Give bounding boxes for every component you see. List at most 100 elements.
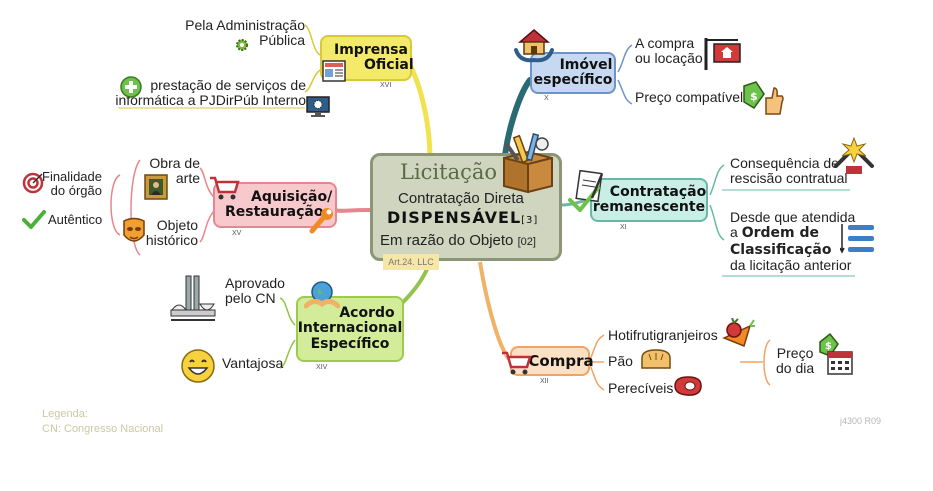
center-ref1: [3] (521, 215, 539, 226)
broken-deal-icon (834, 136, 874, 174)
remanescente-label-b: remanescente (592, 199, 706, 215)
imovel-leaf1-b: ou locação (635, 50, 703, 67)
branch-imovel-especifico[interactable]: Imóvel específico (530, 52, 616, 94)
remanescente-leaf-rescisao: Consequência de rescisão contratual (730, 155, 848, 187)
aquisicao-label-a: Aquisição/ (251, 188, 333, 205)
center-line2-text: DISPENSÁVEL (387, 208, 522, 227)
compra-preco-a: Preço (776, 345, 814, 361)
imprensa-leaf-administracao: Pela Administração Pública (180, 17, 305, 49)
aquisicao-leaf-objeto-historico: Objeto histórico (130, 217, 198, 249)
gear-icon (236, 39, 248, 51)
imprensa-leaf2-a: prestação de serviços de (150, 77, 306, 93)
acordo-label-b: Internacional (297, 320, 403, 337)
meat-icon (674, 376, 702, 396)
remanescente-leaf-ordem-classificacao: Desde que atendida a Ordem de Classifica… (730, 209, 856, 274)
remanescente-leaf2-c: Classificação (730, 241, 832, 258)
shopping-cart-icon (210, 176, 240, 200)
imovel-numeral: X (544, 95, 549, 102)
imprensa-leaf1-b: Pública (259, 32, 305, 49)
imprensa-numeral: XVI (380, 82, 392, 89)
acordo-label-a: Acordo (339, 305, 395, 322)
svg-text:$: $ (750, 90, 758, 103)
aquisicao-fin-a: Finalidade (42, 169, 102, 184)
painting-icon (144, 174, 168, 200)
bread-icon (641, 349, 671, 369)
legend-item: CN: Congresso Nacional (42, 423, 164, 435)
branch-aquisicao-restauracao[interactable]: Aquisição/ Restauração (213, 182, 337, 228)
aquisicao-leaf-autentico: Autêntico (48, 212, 103, 227)
aquisicao-numeral: XV (232, 230, 242, 237)
center-line2: DISPENSÁVEL[3] (387, 208, 538, 227)
aquisicao-leaf-obra-de-arte: Obra de arte (138, 155, 200, 187)
house-hands-icon (514, 29, 554, 63)
center-line3-text: Em razão do Objeto (380, 232, 514, 249)
imovel-label-a: Imóvel (559, 56, 613, 73)
legend-title: Legenda: (42, 408, 88, 420)
remanescente-leaf1-b: rescisão contratual (730, 170, 848, 187)
smiley-icon (181, 349, 215, 383)
newspaper-icon (322, 60, 346, 82)
imprensa-label-a: Imprensa (334, 41, 408, 58)
plus-icon (120, 76, 142, 98)
vegetables-icon (722, 318, 755, 348)
compra-label: Compra (528, 351, 594, 370)
remanescente-label-a: Contratação (609, 183, 707, 200)
imovel-leaf-preco-compativel: Preço compatível (635, 89, 744, 105)
author-code: j4300 R09 (840, 416, 882, 426)
remanescente-leaf2-b1: a (730, 224, 738, 241)
svg-text:$: $ (825, 341, 832, 352)
imprensa-leaf2-b: informática a PJDirPúb Interno (115, 92, 306, 109)
toolbox-icon (503, 133, 553, 194)
branch-contratacao-remanescente[interactable]: Contratação remanescente (590, 178, 708, 222)
aquisicao-leaf-finalidade: Finalidade do órgão (40, 169, 102, 199)
aquisicao-fin-b: do órgão (50, 183, 102, 199)
compra-preco-b: do dia (776, 360, 815, 377)
article-tag: Art.24. LLC (383, 254, 439, 270)
remanescente-leaf2-a: Desde que atendida (730, 209, 856, 225)
remanescente-leaf2-d: da licitação anterior (730, 257, 852, 274)
branch-acordo-internacional[interactable]: Acordo Internacional Específico (296, 296, 404, 362)
historic-mask-icon (123, 217, 145, 242)
compra-leaf-preco-do-dia: Preço do dia (776, 345, 815, 377)
compra-numeral: XII (540, 378, 549, 385)
compra-leaf-hortifruti: Hotifrutigranjeiros (608, 327, 718, 343)
aquisicao-obra-b: arte (175, 170, 200, 187)
for-sale-sign-icon (704, 38, 741, 70)
acordo-leaf1-a: Aprovado (225, 275, 285, 291)
computer-settings-icon (306, 96, 330, 117)
acordo-leaf1-b: pelo CN (225, 290, 276, 307)
imprensa-label-b: Oficial (364, 57, 414, 73)
acordo-numeral: XIV (316, 364, 328, 371)
remanescente-leaf1-a: Consequência de (730, 155, 839, 171)
acordo-label-c: Específico (310, 335, 390, 352)
imovel-leaf1-a: A compra (635, 35, 695, 51)
center-line1: Contratação Direta (398, 190, 524, 207)
wrench-icon (309, 208, 333, 234)
check-icon (22, 210, 46, 229)
price-tag-thumbs-up-icon: $ (743, 81, 784, 115)
acordo-leaf-vantajosa: Vantajosa (222, 355, 284, 371)
shopping-cart-icon-compra (502, 351, 532, 375)
center-ref2: [02] (517, 236, 536, 248)
aquisicao-objeto-b: histórico (145, 232, 198, 249)
compra-leaf-pao: Pão (608, 353, 633, 369)
aquisicao-label-b: Restauração (225, 204, 324, 220)
compra-leaf-pereciveis: Perecíveis (608, 380, 674, 396)
price-calendar-icon: $ (819, 332, 853, 375)
contract-pen-icon (568, 170, 604, 212)
aquisicao-objeto-a: Objeto (156, 217, 198, 233)
remanescente-leaf2-b2: Ordem de (741, 225, 819, 242)
imprensa-leaf-informatica: prestação de serviços de informática a P… (110, 77, 306, 109)
remanescente-numeral: XI (620, 224, 627, 231)
globe-handshake-icon (304, 281, 340, 309)
center-line3: Em razão do Objeto [02] (380, 232, 536, 249)
imovel-leaf-compra-locacao: A compra ou locação (635, 35, 703, 67)
ranking-list-icon (840, 224, 874, 254)
aquisicao-obra-a: Obra de (149, 155, 200, 171)
imovel-label-b: específico (533, 72, 613, 88)
acordo-leaf-aprovado: Aprovado pelo CN (225, 275, 285, 307)
imprensa-leaf1-a: Pela Administração (185, 17, 305, 33)
congress-building-icon (170, 275, 216, 321)
center-title: Licitação (400, 160, 498, 184)
